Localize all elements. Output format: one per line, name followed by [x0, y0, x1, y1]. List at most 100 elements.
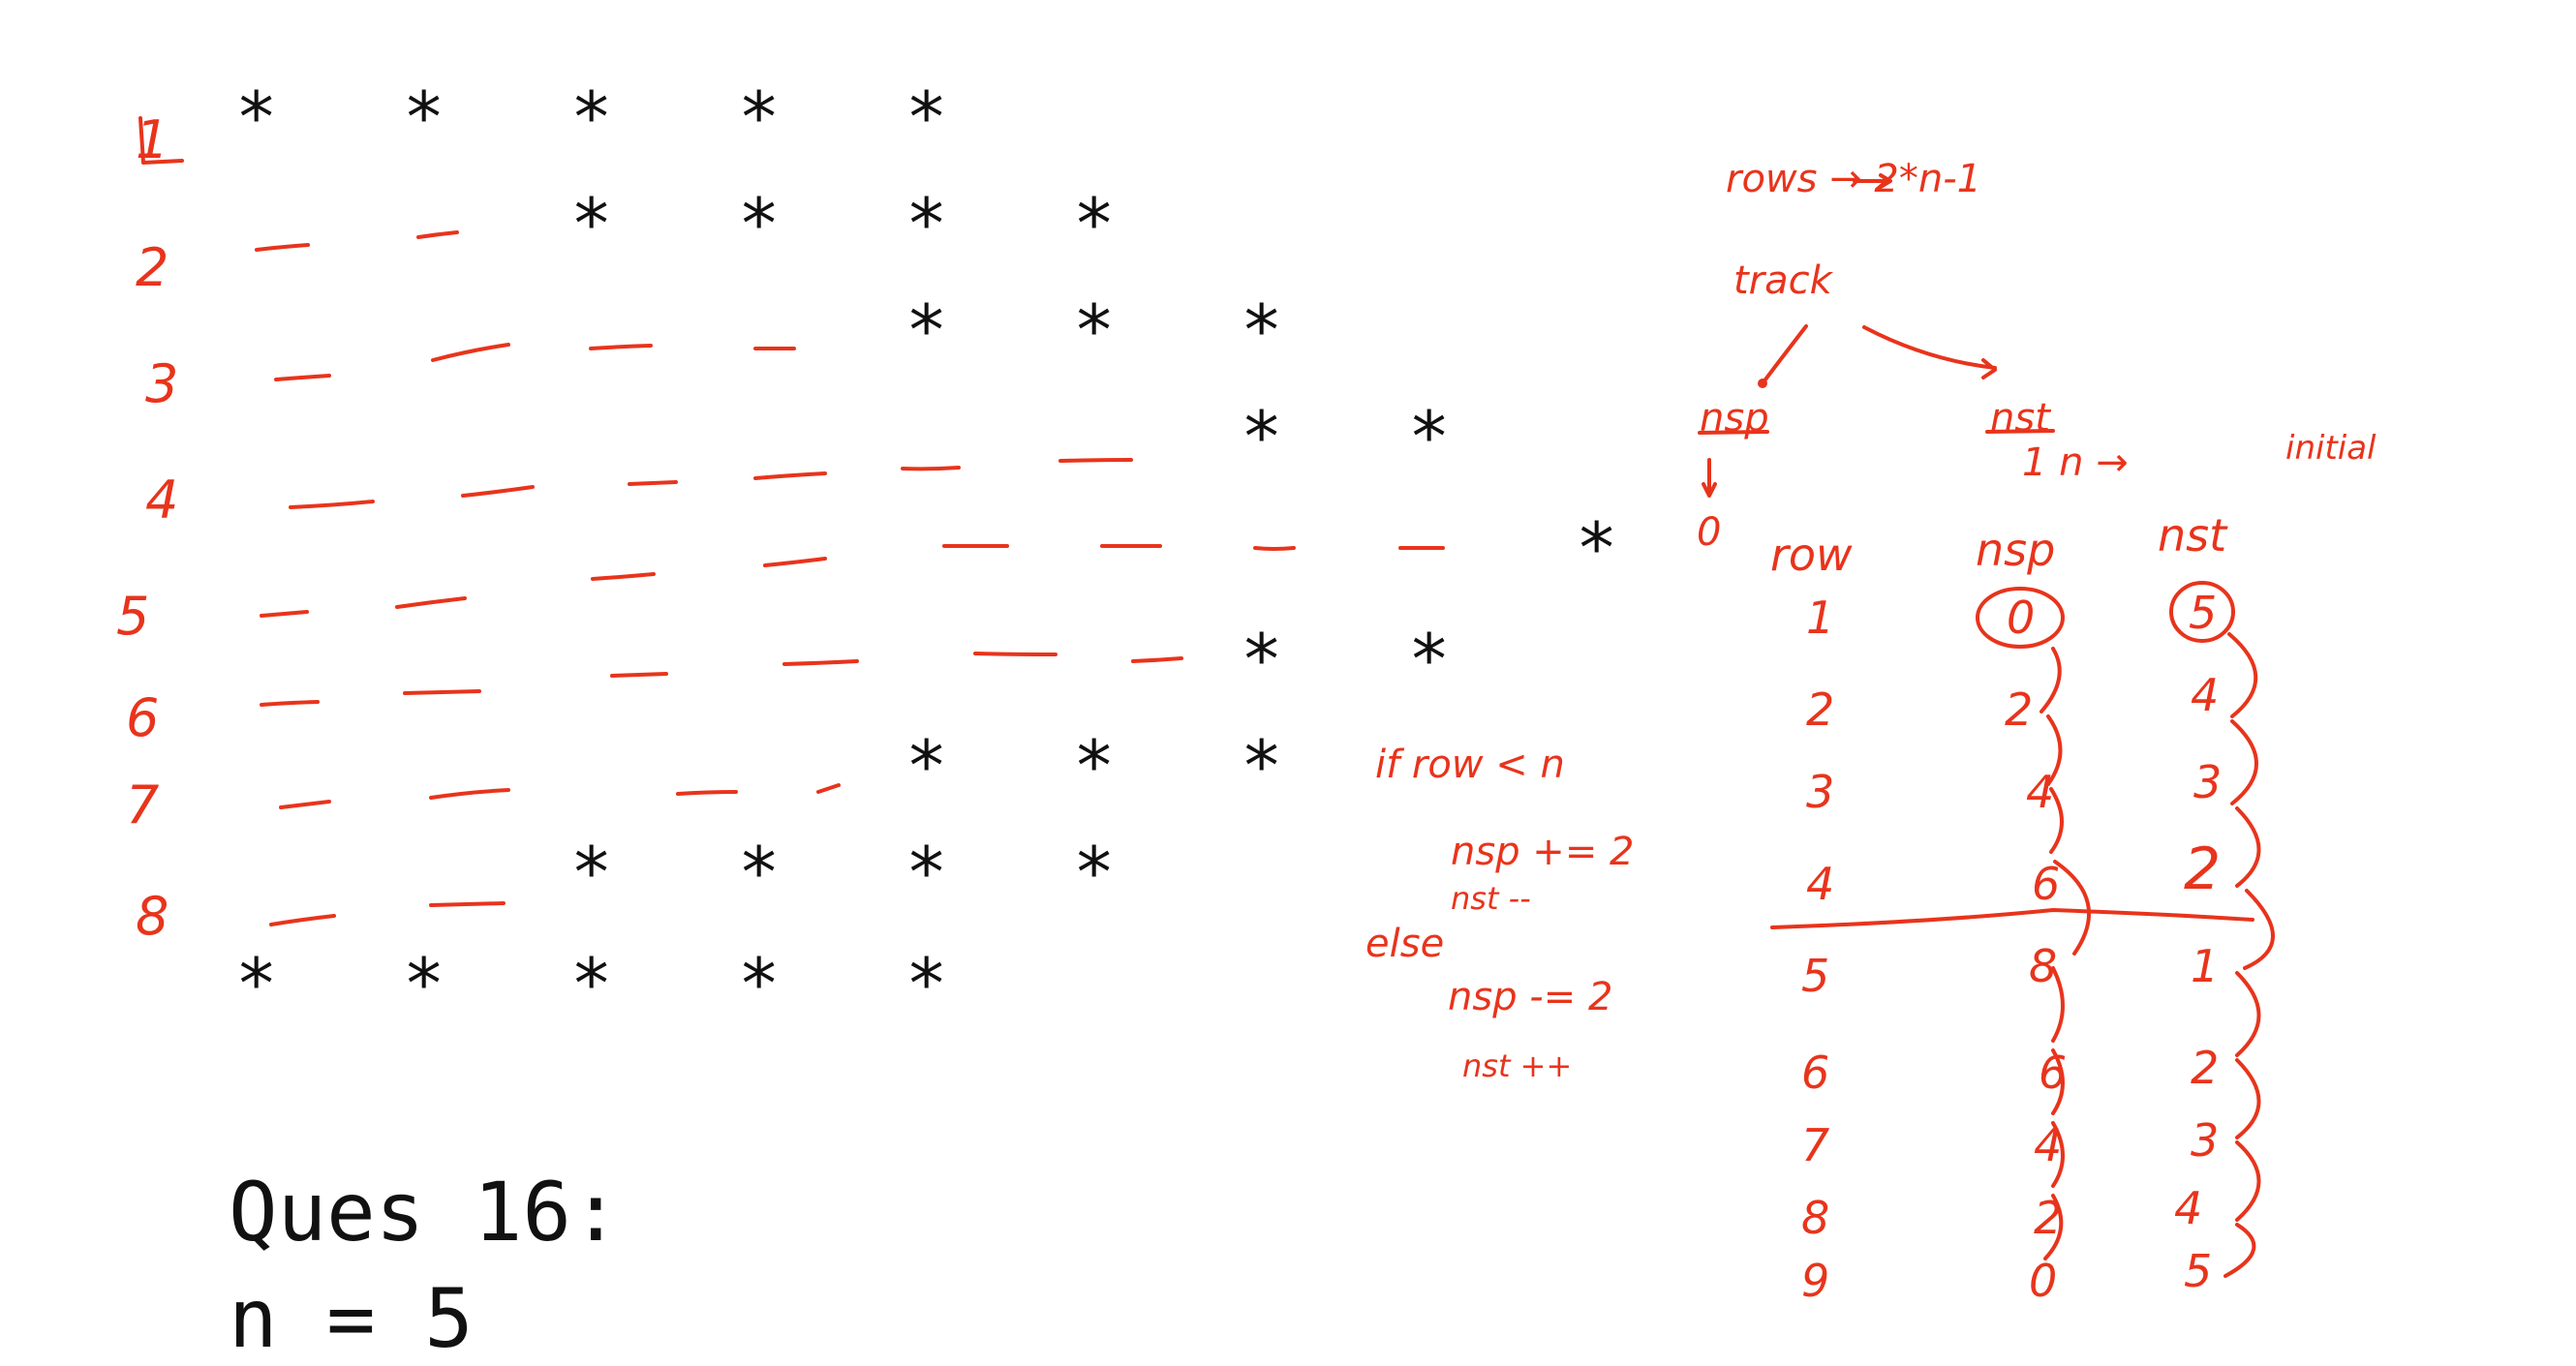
space-dash: [461, 485, 535, 498]
space-dash: [1253, 546, 1296, 551]
else-nsp-update: nsp -= 2: [1448, 975, 1613, 1019]
pattern-star: *: [738, 183, 781, 264]
pattern-star: *: [1073, 183, 1116, 264]
row-label-7: 7: [126, 774, 160, 835]
brace-nsp: [2049, 787, 2064, 854]
table-nsp-value: 0: [2007, 592, 2036, 644]
row-label-8: 8: [136, 886, 169, 947]
pattern-star: *: [905, 943, 948, 1024]
space-dash: [676, 790, 738, 796]
pattern-star: *: [235, 76, 278, 158]
pattern-star: *: [403, 943, 445, 1024]
brace-nsp: [2039, 647, 2062, 713]
space-dash: [429, 788, 510, 800]
pattern-star: *: [570, 943, 613, 1024]
table-nsp-value: 4: [2026, 766, 2055, 818]
table-nst-value: 4: [2191, 669, 2220, 721]
brace-nst: [2235, 806, 2261, 888]
if-condition: if row < n: [1375, 743, 1565, 787]
space-dash: [591, 572, 656, 581]
row-label-4: 4: [145, 470, 179, 531]
circle-nst-start: [2169, 581, 2235, 643]
arrow-stroke: [1853, 173, 1892, 189]
space-dash: [816, 783, 841, 794]
space-dash: [269, 914, 336, 926]
space-dash: [1131, 656, 1183, 663]
if-nsp-update: nsp += 2: [1451, 830, 1635, 874]
pattern-star: *: [1073, 832, 1116, 913]
nst-label: nst: [1990, 396, 2050, 440]
table-nst-value: 3: [2193, 756, 2223, 808]
table-nst-value: 5: [2189, 587, 2218, 639]
brace-nst: [2227, 632, 2258, 718]
space-dash: [782, 659, 859, 666]
space-dash: [289, 500, 375, 509]
nst-initial-value: 1 n →: [2022, 440, 2129, 485]
question-title: Ques 16:: [229, 1165, 621, 1260]
pattern-star: *: [570, 832, 613, 913]
space-dash: [753, 471, 827, 480]
pattern-star: *: [1241, 725, 1283, 806]
brace-nsp: [2053, 860, 2091, 956]
brace-nsp: [2051, 1121, 2065, 1188]
table-nsp-value: 6: [2039, 1047, 2068, 1099]
space-dash: [416, 230, 459, 239]
table-nsp-value: 0: [2029, 1255, 2058, 1307]
pattern-star: *: [403, 76, 445, 158]
rows-formula: rows → 2*n-1: [1726, 157, 1982, 201]
else-nst-update: nst ++: [1462, 1047, 1573, 1084]
table-row-number: 5: [1801, 950, 1830, 1002]
initial-label: initial: [2285, 429, 2377, 468]
table-row-number: 4: [1806, 858, 1835, 910]
space-dash: [973, 652, 1058, 656]
row-label-2: 2: [136, 237, 169, 298]
table-row-number: 7: [1801, 1119, 1830, 1171]
row-label-5: 5: [116, 586, 150, 647]
brace-nst: [2235, 1058, 2261, 1139]
pattern-star: *: [570, 76, 613, 158]
brace-nst: [2230, 719, 2258, 805]
brace-nst: [2243, 889, 2275, 970]
branch-right: [1862, 325, 1997, 379]
table-nsp-value: 4: [2034, 1119, 2063, 1171]
else-label: else: [1365, 922, 1445, 966]
branch-left: [1761, 324, 1808, 385]
nsp-initial-value: 0: [1697, 510, 1722, 555]
space-dash: [429, 901, 506, 907]
brace-nsp: [2046, 714, 2063, 786]
table-nst-value: 3: [2191, 1114, 2220, 1167]
pattern-star: *: [1241, 289, 1283, 371]
pattern-star: *: [738, 76, 781, 158]
table-nsp-value: 8: [2029, 940, 2058, 992]
table-nst-value: 5: [2184, 1245, 2213, 1297]
table-nst-value: 4: [2174, 1182, 2203, 1234]
brace-nst: [2235, 1140, 2261, 1222]
space-dash: [260, 610, 309, 618]
space-dash: [431, 343, 510, 362]
table-header-nst: nst: [2158, 509, 2227, 562]
space-dash: [255, 243, 310, 252]
table-divider: [1770, 908, 2254, 929]
circle-nsp-start: [1976, 587, 2065, 649]
row-label-3: 3: [145, 353, 179, 414]
nst-underline: [1985, 429, 2055, 434]
nsp-label: nsp: [1700, 396, 1769, 440]
space-dash: [901, 466, 961, 471]
brace-nst: [2235, 971, 2261, 1057]
pattern-star: *: [905, 832, 948, 913]
nsp-down-arrow: [1702, 458, 1717, 498]
space-dash: [260, 700, 320, 707]
space-dash: [610, 672, 668, 678]
whiteboard-canvas: 1 2 3 4 5 6 7 8 * * * * * * * * * * * * …: [116, 76, 2377, 1359]
table-nsp-value: 6: [2032, 858, 2061, 910]
pattern-star: *: [1073, 725, 1116, 806]
space-dash: [763, 557, 827, 567]
question-n-value: n = 5: [229, 1271, 474, 1366]
table-row-number: 3: [1806, 766, 1835, 818]
pattern-star: *: [738, 943, 781, 1024]
pattern-star: *: [1408, 619, 1451, 700]
table-row-number: 9: [1801, 1255, 1830, 1307]
pattern-star: *: [1241, 396, 1283, 477]
table-row-number: 6: [1801, 1047, 1830, 1099]
pattern-star: *: [1073, 289, 1116, 371]
